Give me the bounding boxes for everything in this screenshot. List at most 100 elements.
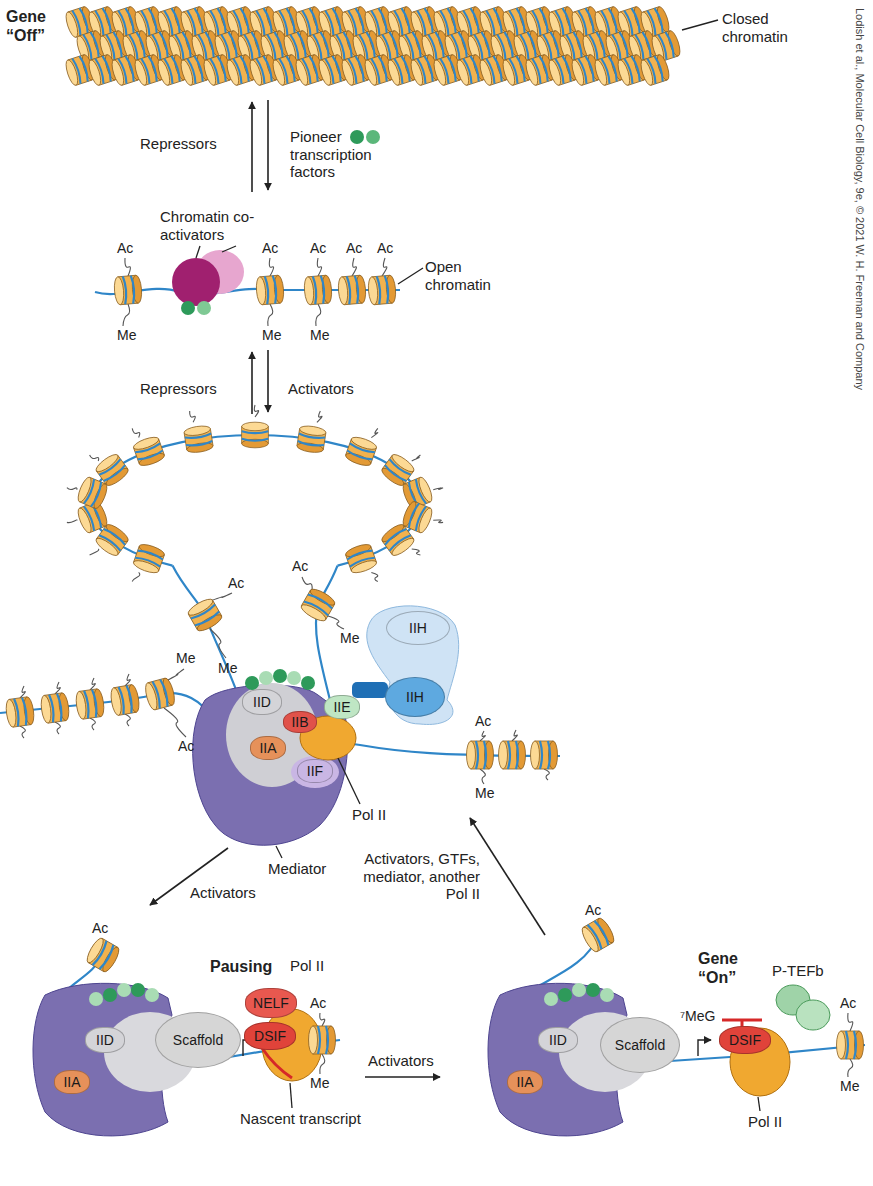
nucleosome	[75, 688, 106, 719]
dna-wrap	[347, 276, 359, 305]
dna-wrap	[540, 741, 550, 769]
node-label: IID	[549, 1032, 567, 1048]
nucleosome	[242, 422, 269, 448]
nucleosome-face	[380, 522, 406, 545]
nucleosome-face	[58, 692, 71, 721]
activator	[544, 992, 558, 1006]
activator	[89, 992, 103, 1006]
dna-wrap	[846, 1031, 856, 1059]
dna-strand	[316, 566, 338, 700]
text-label: Me	[310, 1075, 329, 1092]
histone-tail	[320, 1054, 325, 1074]
nucleosome-face	[294, 59, 310, 87]
protein-node: Scaffold	[155, 1012, 241, 1068]
leader-line	[682, 20, 718, 30]
histone-tail	[254, 405, 258, 417]
histone-tail	[512, 730, 517, 741]
node-label: IIA	[63, 1074, 80, 1090]
histone-tail	[352, 258, 356, 276]
nucleosome	[143, 677, 176, 711]
transition-arrow	[251, 352, 253, 414]
protein-node: DSIF	[244, 1022, 296, 1050]
activator	[586, 983, 600, 997]
dna-wrap	[135, 549, 163, 567]
text-label: Open chromatin	[425, 258, 505, 293]
text-label: Pol II	[352, 806, 386, 824]
leader-line	[290, 1083, 292, 1108]
nucleosome-face	[143, 682, 159, 711]
text-label: Ac	[346, 240, 362, 257]
node-label: IIE	[333, 699, 350, 715]
text-label: Me	[176, 650, 195, 667]
dna-wrap	[588, 920, 611, 949]
nucleosome	[113, 275, 142, 305]
transition-arrow	[267, 350, 269, 412]
tss-arrow	[698, 1040, 711, 1056]
nucleosome-face	[386, 59, 402, 87]
node-label: IIH	[406, 689, 424, 705]
node-label: DSIF	[729, 1032, 761, 1048]
nucleosome-face	[337, 276, 348, 305]
nucleosome	[303, 275, 332, 305]
activator	[103, 988, 117, 1002]
dna-wrap	[318, 1026, 328, 1054]
dna-wrap	[601, 56, 618, 84]
nucleosome	[255, 275, 284, 305]
histone-tail	[90, 549, 99, 555]
dna-wrap	[191, 605, 220, 628]
histone-tail	[412, 549, 421, 555]
activator	[287, 671, 301, 685]
dna-wrap	[49, 693, 63, 722]
nucleosome	[132, 542, 166, 575]
text-label: Activators, GTFs, mediator, another Pol …	[360, 850, 480, 903]
transition-arrow	[365, 1076, 440, 1078]
nucleosome-face	[87, 59, 103, 87]
dna-wrap	[486, 56, 503, 84]
text-label: Ac	[292, 558, 308, 575]
node-label: IID	[96, 1032, 114, 1048]
dna-wrap	[509, 56, 526, 84]
coactivator	[172, 258, 220, 306]
nucleosome-face	[478, 59, 494, 87]
text-label: Gene “Off”	[6, 8, 62, 46]
dna-wrap	[185, 433, 213, 446]
nucleosome-face	[409, 59, 425, 87]
dna-wrap	[508, 741, 518, 769]
dna-wrap	[265, 276, 277, 305]
dna-wrap	[325, 56, 342, 84]
histone-tail	[132, 428, 140, 437]
nucleosome	[296, 425, 326, 454]
nucleosome-face	[64, 11, 80, 39]
nucleosome-face	[531, 741, 540, 769]
protein-node: IIH	[385, 677, 445, 717]
protein-node: IIA	[54, 1070, 90, 1094]
text-label: Ac	[840, 995, 856, 1012]
histone-tail	[166, 669, 184, 681]
dna-wrap	[93, 941, 116, 970]
nucleosome	[309, 1026, 336, 1054]
histone-tail	[90, 455, 99, 461]
dna-wrap	[164, 56, 181, 84]
text-label: Pioneer transcription factors	[290, 128, 390, 181]
text-label: Ac	[92, 920, 108, 937]
histone-tail	[90, 718, 95, 730]
text-label: ⁷MeG	[680, 1008, 715, 1025]
nucleosome-face	[593, 59, 609, 87]
text-label: Pol II	[290, 957, 324, 975]
dna-loop	[90, 435, 420, 566]
node-label: Scaffold	[615, 1037, 665, 1053]
histone-tail	[848, 1013, 853, 1031]
text-label: Mediator	[268, 860, 326, 878]
node-label: IIA	[516, 1074, 533, 1090]
text-label: Nascent transcript	[240, 1110, 361, 1128]
leader-line	[222, 246, 236, 252]
dna-wrap	[153, 679, 170, 709]
dna-wrap	[14, 697, 28, 726]
transition-arrow	[251, 102, 253, 192]
text-label: Activators	[368, 1052, 434, 1070]
text-label: Me	[262, 327, 281, 344]
dna-wrap	[624, 56, 641, 84]
text-label: Activators	[288, 380, 354, 398]
dna-wrap	[187, 56, 204, 84]
text-label: Ac	[377, 240, 393, 257]
